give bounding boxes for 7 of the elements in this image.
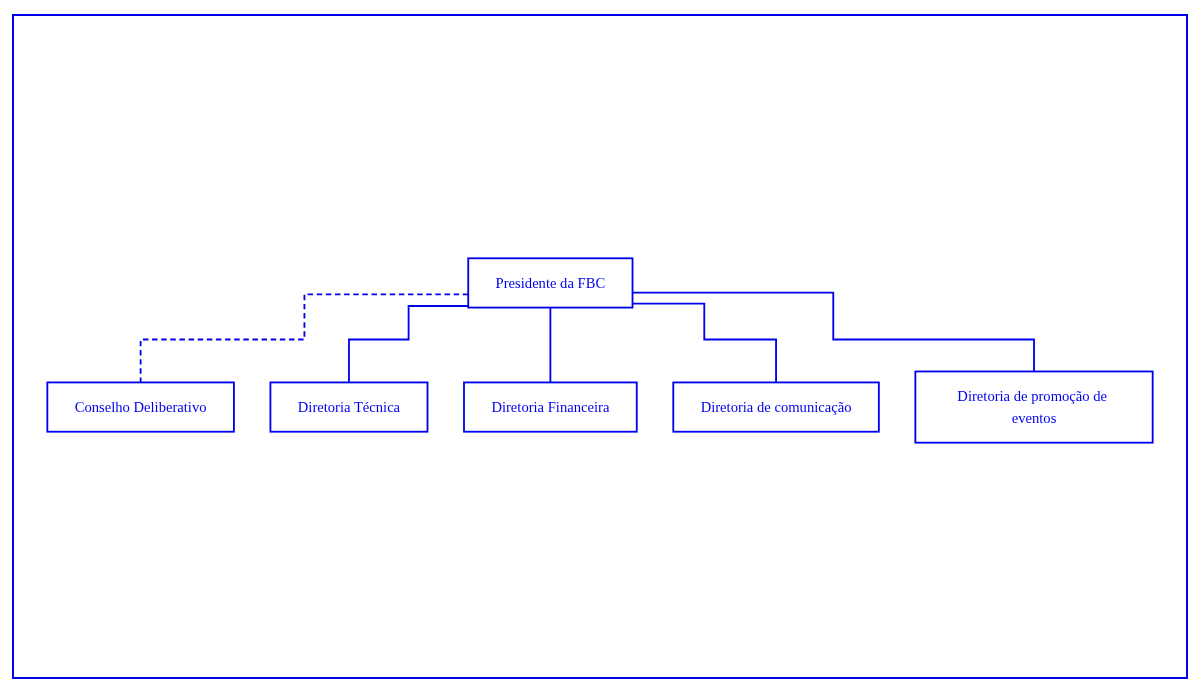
node-box: Diretoria de promoção de eventos bbox=[914, 370, 1154, 444]
node-box: Conselho Deliberativo bbox=[46, 381, 235, 433]
node-box: Presidente da FBC bbox=[467, 256, 634, 308]
node-box: Diretoria de comunicação bbox=[672, 381, 880, 433]
node-box: Diretoria Financeira bbox=[463, 381, 638, 433]
node-box: Diretoria Técnica bbox=[269, 381, 429, 433]
connector bbox=[549, 306, 552, 383]
